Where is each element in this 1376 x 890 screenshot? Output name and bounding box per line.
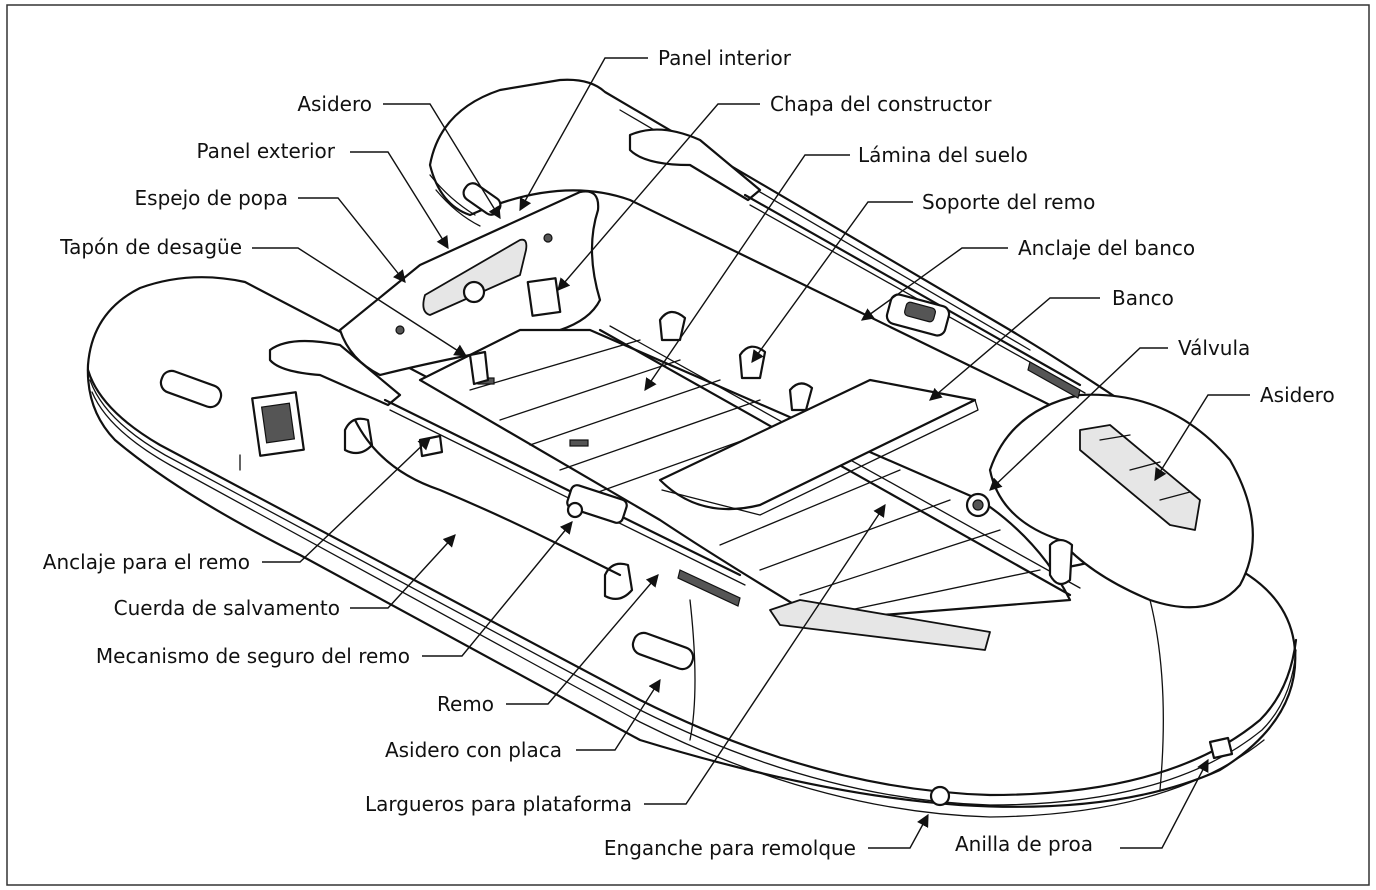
leader-espejo-popa	[298, 197, 406, 283]
label-anilla-proa: Anilla de proa	[955, 832, 1093, 856]
bench-seat	[658, 378, 977, 511]
leader-remo	[506, 574, 659, 705]
far-oar-blade	[628, 128, 762, 202]
leader-lines	[252, 57, 1250, 849]
label-panel-exterior: Panel exterior	[197, 139, 336, 163]
label-anclaje-remo: Anclaje para el remo	[43, 550, 250, 574]
label-asidero-placa: Asidero con placa	[385, 738, 562, 762]
leader-asidero-stern	[383, 103, 501, 220]
leader-asidero-bow	[1154, 394, 1250, 482]
leader-asidero-placa	[576, 678, 661, 751]
leader-valvula	[989, 347, 1168, 491]
leader-chapa-constructor	[557, 103, 760, 291]
label-asidero-stern: Asidero	[297, 92, 372, 116]
label-chapa-constructor: Chapa del constructor	[770, 92, 992, 116]
leader-panel-exterior	[350, 151, 449, 250]
label-largueros: Largueros para plataforma	[365, 792, 632, 816]
label-enganche: Enganche para remolque	[604, 836, 856, 860]
leader-anilla-proa	[1120, 758, 1209, 849]
leader-soporte-remo	[751, 201, 913, 364]
boat-illustration	[86, 78, 1298, 818]
label-valvula: Válvula	[1178, 336, 1250, 360]
near-oar-blade	[268, 339, 402, 407]
leader-enganche	[868, 813, 929, 849]
leader-lamina-suelo	[644, 154, 850, 392]
leader-largueros	[644, 503, 886, 805]
label-cuerda-salvamento: Cuerda de salvamento	[114, 596, 340, 620]
label-soporte-remo: Soporte del remo	[922, 190, 1095, 214]
label-espejo-popa: Espejo de popa	[135, 186, 288, 210]
leader-banco	[929, 297, 1100, 401]
labels: Panel interior Asidero Chapa del constru…	[43, 46, 1335, 860]
figure-frame	[6, 4, 1370, 886]
label-mecanismo-seguro: Mecanismo de seguro del remo	[96, 644, 410, 668]
label-panel-interior: Panel interior	[658, 46, 792, 70]
leader-mecanismo-seguro	[422, 521, 573, 657]
label-remo: Remo	[437, 692, 494, 716]
label-banco: Banco	[1112, 286, 1174, 310]
label-lamina-suelo: Lámina del suelo	[858, 143, 1028, 167]
label-asidero-bow: Asidero	[1260, 383, 1335, 407]
leader-anclaje-remo	[262, 437, 431, 563]
leader-anclaje-banco	[860, 247, 1008, 321]
leader-panel-interior	[519, 57, 648, 212]
label-anclaje-banco: Anclaje del banco	[1018, 236, 1195, 260]
leader-cuerda-salvamento	[350, 534, 456, 609]
label-tapon-desague: Tapón de desagüe	[59, 235, 242, 259]
leader-tapon-desague	[252, 247, 468, 357]
